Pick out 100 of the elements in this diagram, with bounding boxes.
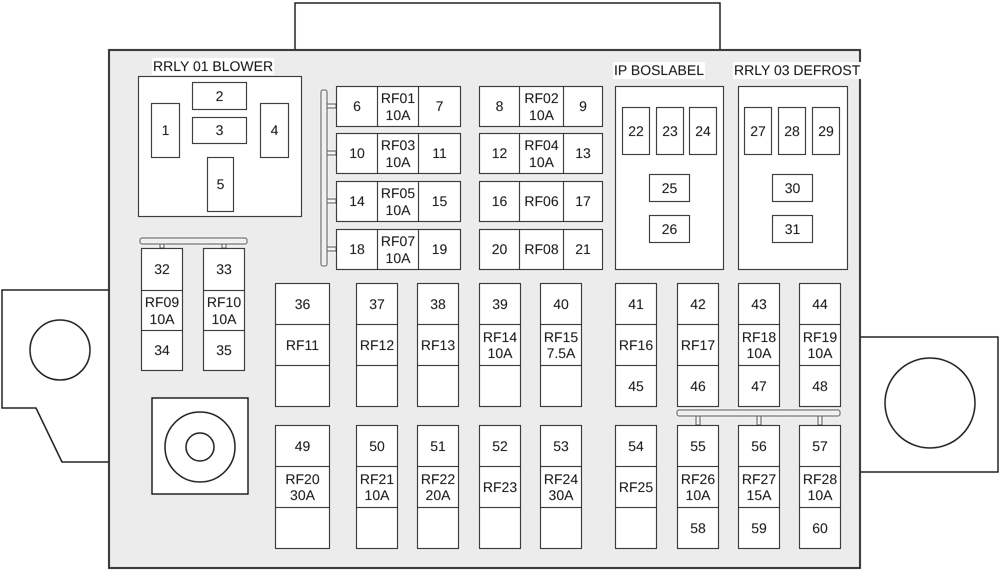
terminal-slot (203, 248, 245, 291)
pin-number: 5 (216, 176, 224, 193)
terminal-number: 45 (628, 378, 644, 394)
fuse-label: RF23 (482, 478, 518, 496)
fuse-label: RF20 30A (284, 470, 321, 504)
fuse-label: RF25 (618, 478, 654, 496)
empty-slot (540, 507, 582, 549)
empty-slot (540, 365, 582, 407)
terminal-number: 43 (751, 296, 767, 312)
fuse-label: RF09 10A (144, 294, 180, 327)
fuse-label: RF28 10A (802, 470, 838, 504)
terminal-slot (563, 181, 603, 222)
pin-number: 22 (628, 122, 644, 140)
empty-slot (479, 365, 521, 407)
fuse-label: RF07 10A (380, 233, 416, 266)
terminal-number: 10 (349, 145, 365, 162)
empty-slot (356, 507, 398, 549)
fuse-slot (356, 324, 398, 366)
terminal-slot (677, 425, 719, 467)
pin-number: 2 (216, 88, 224, 104)
fuse-label: RF05 10A (380, 185, 416, 218)
terminal-slot (479, 425, 521, 467)
fuse-label: RF19 10A (802, 328, 838, 362)
terminal-number: 18 (349, 241, 365, 258)
fuse-label: RF27 15A (740, 470, 778, 504)
terminal-slot (799, 425, 841, 467)
terminal-slot (479, 86, 520, 127)
pin-number: 4 (270, 122, 278, 139)
pin-number: 3 (216, 122, 224, 139)
terminal-slot (418, 229, 461, 270)
terminal-slot (479, 229, 520, 270)
fuse-label: RF26 10A (680, 470, 716, 504)
terminal-slot (141, 248, 183, 291)
terminal-slot (799, 283, 841, 325)
pin-number: 26 (662, 220, 678, 238)
terminal-slot (336, 229, 378, 270)
fuse-label: RF15 7.5A (542, 328, 580, 362)
terminal-number: 19 (432, 241, 448, 258)
fuse-label: RF02 10A (523, 90, 560, 123)
fuse-label: RF06 (524, 193, 559, 210)
terminal-slot (336, 181, 378, 222)
terminal-slot (799, 365, 841, 407)
pin-number: 29 (818, 122, 834, 140)
pin-number: 27 (750, 122, 766, 140)
terminal-slot (336, 86, 378, 127)
terminal-slot (275, 425, 330, 467)
terminal-slot (738, 425, 780, 467)
empty-slot (479, 507, 521, 549)
relay-heading: RRLY 03 DEFROST (733, 62, 862, 79)
terminal-number: 21 (575, 241, 591, 258)
terminal-number: 51 (430, 438, 446, 454)
empty-slot (275, 365, 330, 407)
terminal-slot (615, 425, 657, 467)
terminal-slot (615, 283, 657, 325)
terminal-slot (141, 330, 183, 371)
terminal-number: 32 (154, 261, 170, 278)
terminal-number: 48 (812, 378, 828, 394)
terminal-number: 16 (492, 193, 508, 210)
terminal-slot (418, 86, 461, 127)
terminal-number: 38 (430, 296, 446, 312)
terminal-number: 52 (492, 438, 508, 454)
terminal-slot (738, 365, 780, 407)
terminal-number: 9 (579, 98, 587, 115)
terminal-slot (479, 283, 521, 325)
fuse-slot (519, 181, 564, 222)
terminal-number: 59 (751, 520, 767, 536)
fuse-label: RF16 (618, 336, 654, 354)
fuse-label: RF21 10A (358, 470, 396, 504)
terminal-number: 47 (751, 378, 767, 394)
fuse-label: RF22 20A (420, 470, 456, 504)
fuse-label: RF17 (680, 336, 716, 354)
terminal-number: 46 (690, 378, 706, 394)
terminal-number: 37 (369, 296, 385, 312)
relay-pin-slot (744, 107, 772, 155)
terminal-slot (417, 283, 459, 325)
terminal-slot (479, 133, 520, 174)
terminal-number: 36 (294, 296, 310, 312)
pin-number: 30 (784, 180, 800, 196)
terminal-slot (738, 283, 780, 325)
terminal-number: 50 (369, 438, 385, 454)
relay-pin-slot (192, 82, 247, 110)
terminal-slot (275, 283, 330, 325)
pin-number: 28 (784, 122, 800, 140)
fuse-label: RF18 10A (740, 328, 778, 362)
relay-heading: IP BOSLABEL (613, 62, 706, 79)
terminal-number: 53 (553, 438, 569, 454)
terminal-slot (479, 181, 520, 222)
relay-pin-slot (772, 174, 813, 202)
fuse-label: RF14 10A (482, 328, 518, 362)
relay-pin-slot (649, 215, 690, 243)
empty-slot (417, 365, 459, 407)
terminal-number: 42 (690, 296, 706, 312)
terminal-number: 11 (432, 145, 447, 162)
relay-pin-slot (656, 107, 684, 155)
fuse-slot (417, 324, 459, 366)
fuse-label: RF04 10A (523, 137, 560, 170)
fuse-slot (275, 466, 330, 508)
terminal-number: 60 (812, 520, 828, 536)
terminal-number: 55 (690, 438, 706, 454)
terminal-slot (336, 133, 378, 174)
